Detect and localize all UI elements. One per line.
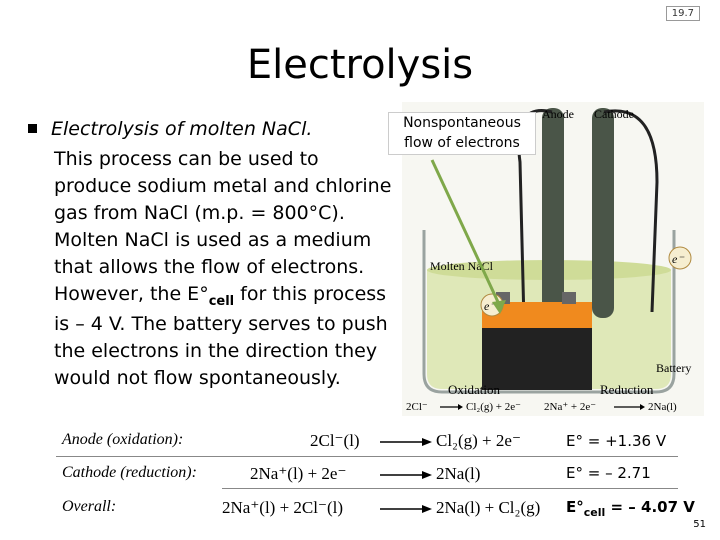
body-paragraph: This process can be used to produce sodi… bbox=[54, 146, 404, 392]
beaker-outline bbox=[422, 230, 676, 394]
battery-terminal-pos bbox=[562, 292, 576, 304]
red-eq-right: 2Na(l) bbox=[648, 401, 677, 413]
eq-overall-left: 2Na⁺(l) + 2Cl⁻(l) bbox=[222, 498, 344, 517]
eq-overall-label: Overall: bbox=[62, 498, 117, 515]
electron-right-circle bbox=[668, 246, 692, 270]
green-arrowhead-icon bbox=[492, 300, 506, 314]
para-line: is – 4 V. The battery serves to push bbox=[54, 313, 388, 336]
eq-overall-right: 2Na(l) + Cl₂(g) bbox=[436, 498, 541, 517]
wire-right bbox=[603, 109, 659, 313]
callout-pointer bbox=[430, 159, 506, 314]
eq-anode-right: Cl₂(g) + 2e⁻ bbox=[436, 431, 521, 450]
para-line: the electrons in the direction they bbox=[54, 340, 378, 363]
bullet-text: Electrolysis of molten NaCl. bbox=[51, 118, 313, 140]
eq-anode-arrow-icon bbox=[380, 438, 432, 446]
eq-cathode-label: Cathode (reduction): bbox=[62, 464, 197, 481]
cathode-label: Cathode bbox=[594, 107, 634, 121]
ox-eq-right: Cl₂(g) + 2e⁻ bbox=[466, 401, 521, 413]
electron-right-label: e⁻ bbox=[672, 252, 685, 266]
electrolysis-diagram: Anode Cathode Molten NaCl Battery e⁻ e⁻ … bbox=[402, 102, 704, 416]
ox-eq-left: 2Cl⁻ bbox=[406, 401, 428, 413]
eq-divider-2 bbox=[222, 488, 678, 489]
molten-nacl-label: Molten NaCl bbox=[430, 259, 494, 273]
para-line: However, the E°cell for this process bbox=[54, 282, 387, 309]
eq-anode-label: Anode (oxidation): bbox=[62, 431, 184, 448]
para-line: Molten NaCl is used as a medium bbox=[54, 228, 372, 251]
oxidation-label: Oxidation bbox=[448, 382, 500, 397]
eq-overall-potential: E°cell = – 4.07 V bbox=[566, 498, 695, 519]
para-line: that allows the flow of electrons. bbox=[54, 255, 365, 278]
anode-label: Anode bbox=[542, 107, 574, 121]
eq-overall-arrow-icon bbox=[380, 505, 432, 513]
eq-cathode-arrow-icon bbox=[380, 471, 432, 479]
eq-anode-potential: E° = +1.36 V bbox=[566, 432, 667, 450]
para-line: gas from NaCl (m.p. = 800°C). bbox=[54, 201, 345, 224]
eq-cathode-potential: E° = – 2.71 bbox=[566, 464, 651, 482]
eq-anode-left: 2Cl⁻(l) bbox=[310, 431, 360, 450]
anode-electrode bbox=[542, 108, 564, 318]
red-eq-left: 2Na⁺ + 2e⁻ bbox=[544, 401, 596, 413]
eq-divider bbox=[56, 456, 678, 457]
bullet-line: Electrolysis of molten NaCl. bbox=[28, 116, 312, 143]
cathode-electrode bbox=[592, 108, 614, 318]
page-number: 51 bbox=[693, 519, 706, 530]
ox-arrowhead bbox=[458, 404, 463, 410]
red-arrowhead bbox=[640, 404, 645, 410]
eq-cathode-left: 2Na⁺(l) + 2e⁻ bbox=[250, 464, 347, 483]
para-line: would not flow spontaneously. bbox=[54, 367, 341, 390]
slide-title: Electrolysis bbox=[246, 42, 474, 88]
eq-cathode-right: 2Na(l) bbox=[436, 464, 481, 483]
battery-label: Battery bbox=[656, 361, 691, 375]
nonspontaneous-callout: Nonspontaneous flow of electrons bbox=[388, 112, 536, 155]
reduction-label: Reduction bbox=[600, 382, 654, 397]
square-bullet-icon bbox=[28, 124, 37, 133]
para-line: This process can be used to bbox=[54, 148, 319, 170]
green-pointer-line bbox=[430, 159, 500, 303]
slide-section-label: 19.7 bbox=[665, 6, 700, 21]
para-line: produce sodium metal and chlorine bbox=[54, 174, 392, 197]
